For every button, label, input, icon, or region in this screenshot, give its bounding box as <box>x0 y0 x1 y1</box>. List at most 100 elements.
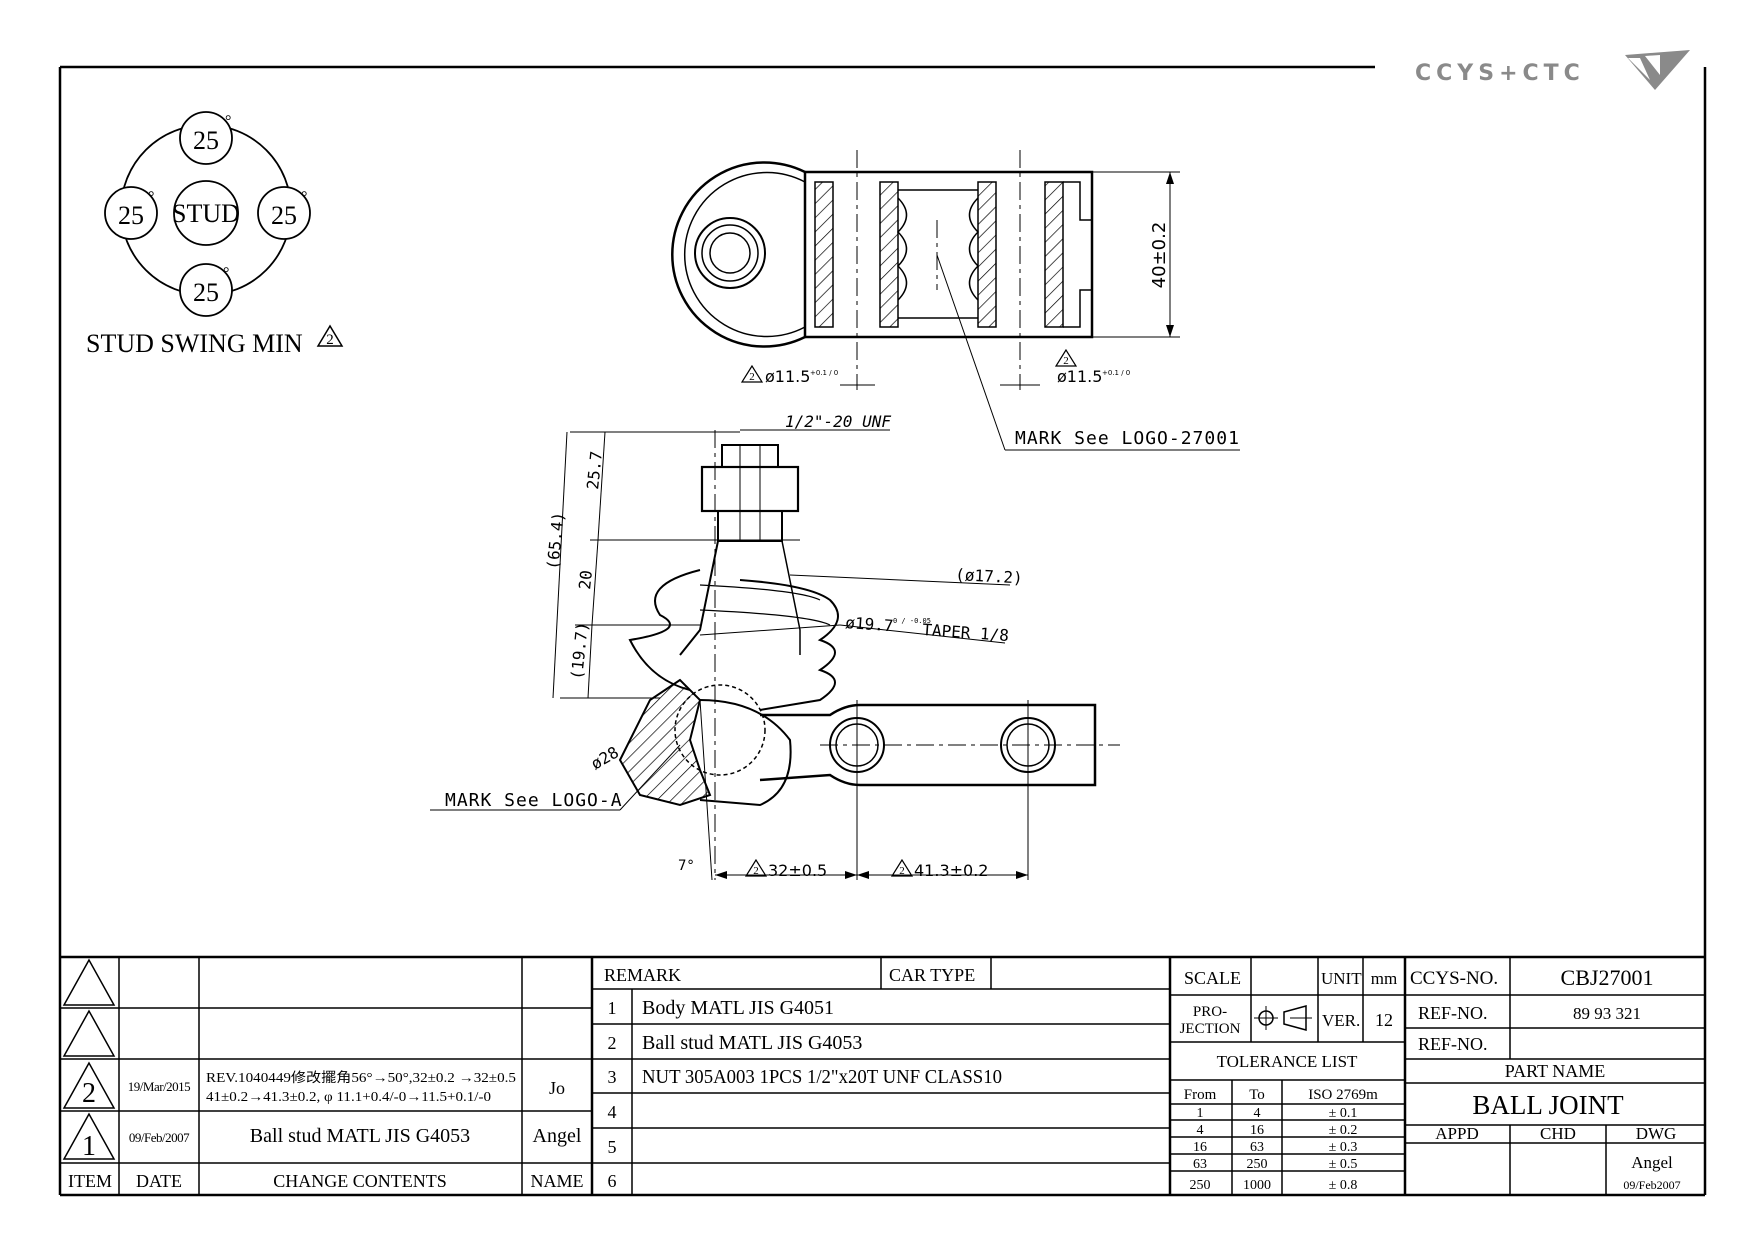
rev-date-2: 19/Mar/2015 <box>128 1079 190 1094</box>
stud-top-circle <box>694 217 766 289</box>
ref-no-value-1: 89 93 321 <box>1573 1004 1641 1023</box>
title-block-grid <box>60 957 1705 1195</box>
car-type-label: CAR TYPE <box>889 965 975 985</box>
angle-circle-right <box>257 186 311 240</box>
ref-no-label-2: REF-NO. <box>1418 1034 1488 1054</box>
tol-row-1-to: 4 <box>1254 1106 1261 1121</box>
remark-text-1: Body MATL JIS G4051 <box>642 997 834 1019</box>
scale-label: SCALE <box>1184 968 1241 988</box>
unit-value: mm <box>1371 969 1397 988</box>
degree-bottom: ° <box>223 265 229 282</box>
dwg-name: Angel <box>1631 1153 1673 1172</box>
svg-text:+0.1 / 0: +0.1 / 0 <box>1102 369 1130 377</box>
svg-text:2: 2 <box>753 865 759 877</box>
degree-right: ° <box>301 189 307 206</box>
dim-41-3: 2 41.3±0.2 <box>890 858 988 880</box>
tol-row-5-to: 1000 <box>1243 1178 1271 1193</box>
ver-value: 12 <box>1375 1010 1393 1030</box>
svg-text:2: 2 <box>899 865 905 877</box>
svg-text:0 / -0.05: 0 / -0.05 <box>893 617 931 625</box>
drawing-border <box>58 65 1707 1197</box>
rev-name-1: Angel <box>533 1125 582 1147</box>
angle-circle-bottom <box>179 263 233 317</box>
angle-right: 25 <box>271 201 297 230</box>
tol-header-to: To <box>1249 1087 1265 1103</box>
stud-center-circle <box>173 180 239 246</box>
tol-header-from: From <box>1184 1087 1217 1103</box>
dim-65-4: (65.4) <box>543 511 568 570</box>
rev-item-1: 1 <box>82 1131 96 1162</box>
hole-right-dim: 2 ø11.5 +0.1 / 0 <box>1054 348 1130 386</box>
projection-label-1: PRO- <box>1193 1004 1227 1020</box>
svg-text:+0.1 / 0: +0.1 / 0 <box>810 369 838 377</box>
degree-left: ° <box>148 189 154 206</box>
angle-7: 7° <box>678 858 695 874</box>
remark-block: REMARK CAR TYPE 1 Body MATL JIS G4051 2 … <box>604 965 1002 1191</box>
unit-label: UNIT <box>1321 969 1362 988</box>
remark-no-1: 1 <box>608 998 617 1018</box>
remark-no-2: 2 <box>608 1033 617 1053</box>
angle-top: 25 <box>193 126 219 155</box>
ccys-no-label: CCYS-NO. <box>1410 968 1498 989</box>
svg-text:ø11.5: ø11.5 <box>765 367 810 386</box>
part-name-value: BALL JOINT <box>1472 1090 1624 1120</box>
top-height-dim: 40±0.2 <box>1149 222 1170 289</box>
tol-row-2-from: 4 <box>1197 1123 1204 1138</box>
dwg-date: 09/Feb2007 <box>1623 1178 1680 1192</box>
ball-circle <box>674 684 766 776</box>
remark-no-4: 4 <box>608 1102 617 1122</box>
tol-header-iso: ISO 2769m <box>1308 1087 1378 1103</box>
tol-row-2-tol: ± 0.2 <box>1329 1123 1358 1138</box>
chd-label: CHD <box>1540 1124 1576 1143</box>
ver-label: VER. <box>1322 1011 1360 1030</box>
top-mark-note: MARK See LOGO-27001 <box>1015 428 1240 449</box>
dim-25-7: 25.7 <box>583 450 606 490</box>
dim-17-2: (ø17.2) <box>955 565 1023 588</box>
stud-label: STUD <box>172 199 240 228</box>
svg-text:32±0.5: 32±0.5 <box>768 861 827 880</box>
degree-top: ° <box>225 113 231 130</box>
projection-label-2: JECTION <box>1180 1021 1241 1037</box>
title-block: CCYS-NO. CBJ27001 REF-NO. 89 93 321 REF-… <box>1410 965 1681 1192</box>
ccys-no-value: CBJ27001 <box>1561 965 1654 990</box>
part-name-label: PART NAME <box>1505 1061 1605 1081</box>
side-view <box>430 429 1120 881</box>
revision-block: 2 19/Mar/2015 REV.1040449修改擺角56°→50°,32±… <box>68 1070 584 1191</box>
stud-swing-diagram <box>104 111 311 317</box>
tol-row-4-to: 250 <box>1247 1157 1268 1172</box>
svg-text:TAPER 1/8: TAPER 1/8 <box>922 620 1010 645</box>
svg-text:2: 2 <box>1063 355 1069 367</box>
tol-row-1-from: 1 <box>1197 1106 1204 1121</box>
remark-text-3: NUT 305A003 1PCS 1/2"x20T UNF CLASS10 <box>642 1066 1002 1088</box>
rev-name-2: Jo <box>549 1078 565 1098</box>
dim-19-7: (19.7) <box>567 621 592 680</box>
logo-text: CCYS+CTC <box>1415 61 1585 86</box>
appd-label: APPD <box>1435 1124 1478 1143</box>
remark-no-3: 3 <box>608 1067 617 1087</box>
dwg-label: DWG <box>1636 1124 1677 1143</box>
svg-text:41.3±0.2: 41.3±0.2 <box>914 861 988 880</box>
ref-no-label-1: REF-NO. <box>1418 1003 1488 1023</box>
rev-header-name: NAME <box>531 1171 584 1191</box>
remark-no-6: 6 <box>608 1171 617 1191</box>
spec-block: SCALE UNIT mm PRO- JECTION VER. 12 TOLER… <box>1180 968 1398 1193</box>
tol-row-4-from: 63 <box>1193 1157 1207 1172</box>
taper-dim: ø19.7 0 / -0.05 TAPER 1/8 <box>845 613 1010 645</box>
angle-circle-top <box>179 111 233 165</box>
tol-row-5-tol: ± 0.8 <box>1329 1178 1358 1193</box>
dim-20: 20 <box>575 569 596 590</box>
svg-text:2: 2 <box>749 371 755 383</box>
rev-change-2b: 41±0.2→41.3±0.2, φ 11.1+0.4/-0→11.5+0.1/… <box>206 1089 491 1104</box>
svg-text:2: 2 <box>326 332 334 348</box>
tol-row-3-tol: ± 0.3 <box>1329 1140 1358 1155</box>
tol-row-4-tol: ± 0.5 <box>1329 1157 1358 1172</box>
hole-left-dim: 2 ø11.5 +0.1 / 0 <box>740 364 838 386</box>
tol-row-2-to: 16 <box>1250 1123 1264 1138</box>
angle-bottom: 25 <box>193 278 219 307</box>
rev-header-change: CHANGE CONTENTS <box>273 1171 447 1191</box>
rev-header-date: DATE <box>136 1171 182 1191</box>
svg-text:ø11.5: ø11.5 <box>1057 367 1102 386</box>
revision-triangle-marker: 2 <box>316 324 344 348</box>
rev-change-2a: REV.1040449修改擺角56°→50°,32±0.2 →32±0.5 <box>206 1070 516 1085</box>
